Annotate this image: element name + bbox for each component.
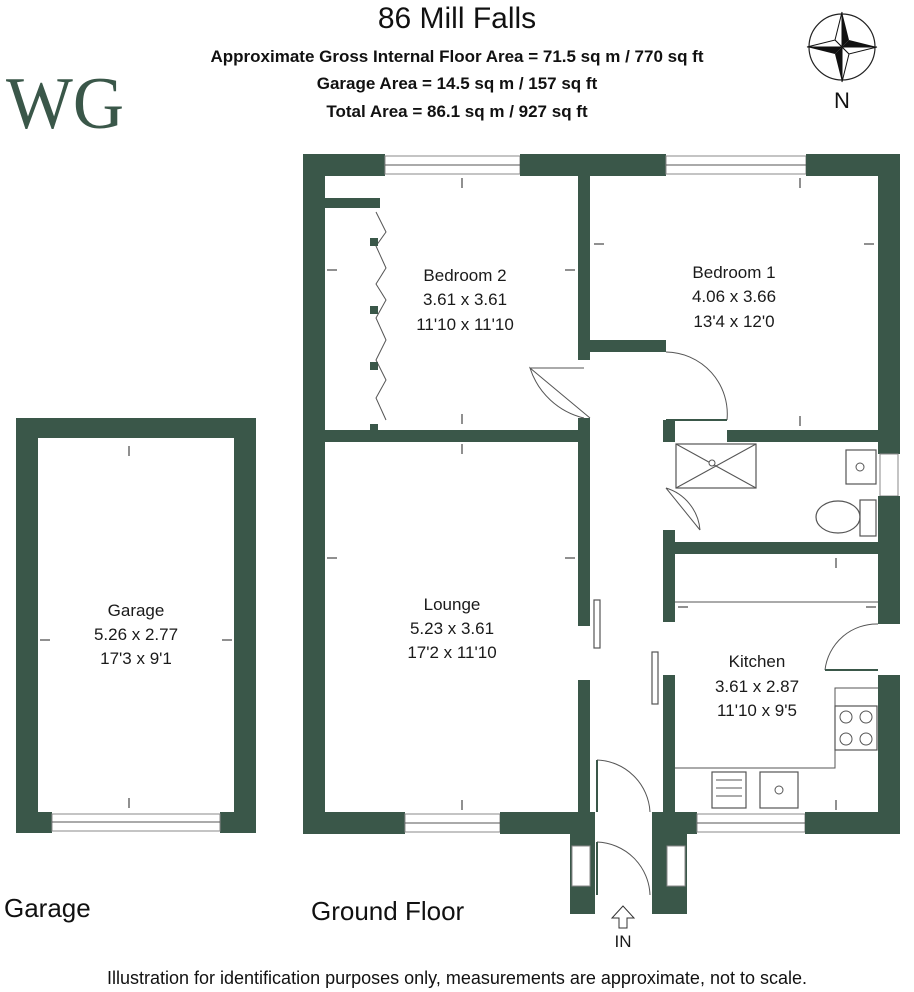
bedroom1-name: Bedroom 1 bbox=[692, 263, 775, 282]
kitchen-imperial: 11'10 x 9'5 bbox=[717, 701, 797, 720]
entrance-label: IN bbox=[615, 932, 632, 951]
wardrobe bbox=[325, 198, 387, 432]
garage-imperial: 17'3 x 9'1 bbox=[100, 649, 172, 668]
garage-floor-label: Garage bbox=[4, 893, 91, 923]
kitchen-fixtures bbox=[675, 601, 878, 809]
ground-floor-walls bbox=[303, 154, 900, 914]
doors bbox=[528, 351, 879, 896]
garage-name: Garage bbox=[108, 601, 165, 620]
compass-north-label: N bbox=[834, 88, 850, 113]
bedroom1-imperial: 13'4 x 12'0 bbox=[693, 312, 774, 331]
total-area-line: Total Area = 86.1 sq m / 927 sq ft bbox=[326, 102, 588, 121]
garage-metric: 5.26 x 2.77 bbox=[94, 625, 178, 644]
compass-icon bbox=[806, 11, 878, 83]
lounge-imperial: 17'2 x 11'10 bbox=[407, 643, 496, 662]
entrance-arrow-icon bbox=[610, 905, 636, 929]
dimension-markers bbox=[40, 178, 876, 810]
bathroom-fixtures bbox=[675, 443, 877, 537]
disclaimer: Illustration for identification purposes… bbox=[107, 968, 807, 988]
bedroom1-metric: 4.06 x 3.66 bbox=[692, 287, 776, 306]
floor-area-line: Approximate Gross Internal Floor Area = … bbox=[211, 47, 704, 66]
bedroom2-metric: 3.61 x 3.61 bbox=[423, 290, 507, 309]
lounge-name: Lounge bbox=[424, 595, 481, 614]
wg-logo: WG bbox=[6, 63, 124, 145]
bedroom2-imperial: 11'10 x 11'10 bbox=[416, 315, 514, 334]
lounge-metric: 5.23 x 3.61 bbox=[410, 619, 494, 638]
bedroom2-name: Bedroom 2 bbox=[423, 266, 506, 285]
garage-area-line: Garage Area = 14.5 sq m / 157 sq ft bbox=[317, 74, 598, 93]
kitchen-name: Kitchen bbox=[729, 652, 786, 671]
plan-title: 86 Mill Falls bbox=[378, 2, 536, 35]
garage-walls bbox=[16, 418, 256, 833]
ground-floor-label: Ground Floor bbox=[311, 896, 465, 926]
kitchen-metric: 3.61 x 2.87 bbox=[715, 677, 799, 696]
